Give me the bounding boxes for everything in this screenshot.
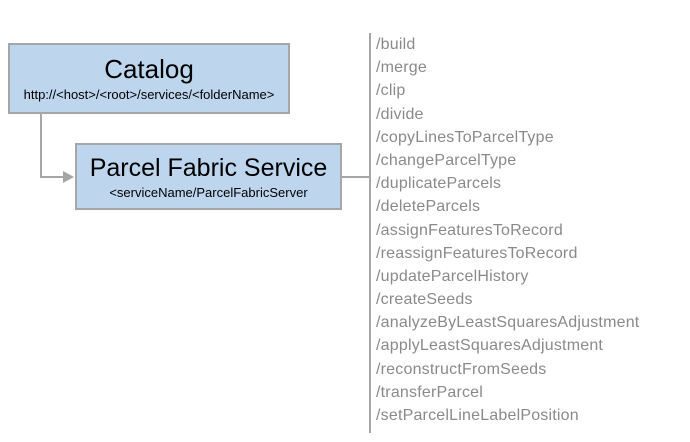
operation-item: /updateParcelHistory bbox=[376, 267, 529, 285]
operation-item: /changeParcelType bbox=[376, 151, 517, 169]
operation-item: /reassignFeaturesToRecord bbox=[376, 244, 578, 262]
arrowhead-right-icon bbox=[63, 171, 74, 183]
operation-item: /build bbox=[376, 36, 416, 53]
operations-divider-line bbox=[369, 33, 371, 433]
service-title: Parcel Fabric Service bbox=[89, 153, 328, 182]
operation-item: /deleteParcels bbox=[376, 198, 481, 216]
operation-item: /applyLeastSquaresAdjustment bbox=[376, 337, 604, 355]
operation-item: /merge bbox=[376, 59, 427, 77]
operations-list: /build /merge /clip /divide /copyLinesTo… bbox=[376, 33, 639, 427]
operation-item: /clip bbox=[376, 82, 406, 100]
operation-item: /createSeeds bbox=[376, 291, 473, 309]
operation-item: /assignFeaturesToRecord bbox=[376, 221, 563, 239]
catalog-node: Catalog http://<host>/<root>/services/<f… bbox=[8, 43, 290, 114]
service-url: <serviceName/ParcelFabricServer bbox=[109, 184, 308, 200]
parcel-fabric-service-node: Parcel Fabric Service <serviceName/Parce… bbox=[75, 143, 342, 210]
operation-item: /divide bbox=[376, 105, 424, 123]
connector-catalog-horizontal-line bbox=[40, 176, 65, 178]
operation-item: /copyLinesToParcelType bbox=[376, 128, 554, 146]
operation-item: /duplicateParcels bbox=[376, 175, 502, 193]
operation-item: /analyzeByLeastSquaresAdjustment bbox=[376, 314, 640, 332]
catalog-title: Catalog bbox=[104, 53, 194, 84]
catalog-url: http://<host>/<root>/services/<folderNam… bbox=[23, 87, 275, 103]
connector-service-to-operations-line bbox=[341, 176, 369, 178]
operation-item: /transferParcel bbox=[376, 383, 484, 401]
operation-item: /setParcelLineLabelPosition bbox=[376, 407, 579, 424]
operation-item: /reconstructFromSeeds bbox=[376, 360, 547, 378]
connector-catalog-vertical-line bbox=[40, 114, 42, 178]
